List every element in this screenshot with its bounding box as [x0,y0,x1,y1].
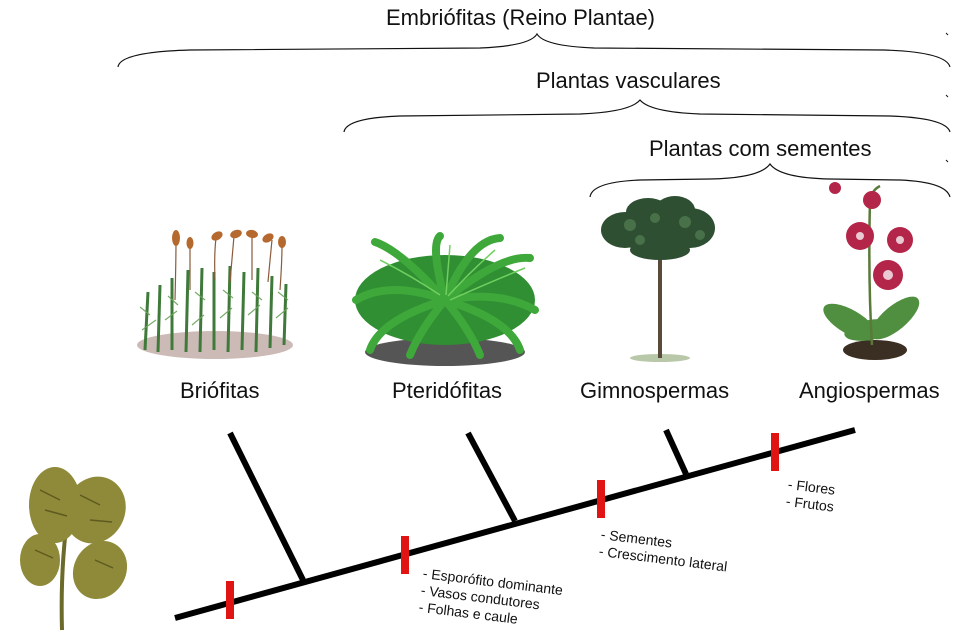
trait-list-flower: - Flores - Frutos [785,476,837,516]
tree-illustration [601,196,715,362]
moss-illustration [137,229,293,359]
brace-sementes [589,162,951,198]
marker-sementes [597,480,605,518]
taxon-label-angiospermas: Angiospermas [799,378,940,403]
taxon-label-pteridofitas: Pteridófitas [392,378,503,403]
group-label-vasculares: Plantas vasculares [536,68,721,93]
taxon-label-gimnospermas: Gimnospermas [580,378,730,403]
brace-vasculares [343,99,951,133]
group-label-embriofitas: Embriófitas (Reino Plantae) [386,5,656,30]
trait-markers [226,433,779,619]
marker-vasculares [401,536,409,574]
moss-branch-illustration [20,467,128,630]
marker-angiospermas [771,433,779,471]
fern-illustration [352,232,539,366]
brace-embriofitas [117,32,951,68]
marker-embriofitas [226,581,234,619]
taxon-label-briofitas: Briófitas [180,378,260,403]
group-label-sementes: Plantas com sementes [649,136,872,161]
orchid-illustration [823,182,920,360]
cladogram-lines [174,427,856,621]
